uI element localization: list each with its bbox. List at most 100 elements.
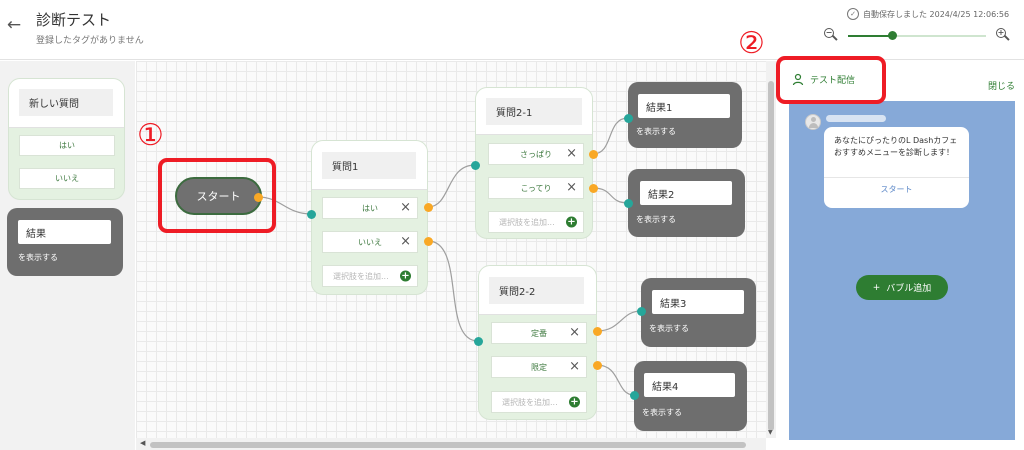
question-2-1-input-port[interactable] [470,160,480,170]
zoom-slider[interactable] [848,31,986,40]
palette-question-header: 新しい質問 [9,79,124,128]
palette-option-no[interactable]: いいえ [19,168,115,189]
question-2-2-header: 質問2-2 [479,266,596,315]
result-2-input-port[interactable] [623,198,633,208]
option-label: いいえ [358,237,382,247]
question-1-input-port[interactable] [306,209,316,219]
scroll-left-arrow-icon[interactable]: ◀ [140,439,146,447]
zoom-in-icon[interactable]: + [996,28,1010,42]
remove-option-icon[interactable]: × [400,234,411,250]
page-title: 診断テスト [36,11,112,29]
remove-option-icon[interactable]: × [566,180,577,196]
result-1-subtitle: を表示する [636,127,676,136]
result-4-subtitle: を表示する [642,408,682,417]
autosave-text: 自動保存しました 2024/4/25 12:06:56 [863,9,1010,19]
question-2-2-option-2[interactable]: 限定 × [491,356,587,378]
result-node-1[interactable]: 結果1 を表示する [628,82,742,148]
remove-option-icon[interactable]: × [566,146,577,162]
callout-box-2 [776,56,886,104]
scroll-down-arrow-icon[interactable]: ▼ [768,429,773,436]
palette-result-title: 結果 [18,220,111,244]
question-2-1-option-2[interactable]: こってり × [488,177,584,199]
result-4-input-port[interactable] [629,390,639,400]
question-2-1-option-1[interactable]: さっぱり × [488,143,584,165]
question-1-option-2[interactable]: いいえ × [322,231,418,253]
question-2-1-header: 質問2-1 [476,88,592,135]
plus-circle-icon[interactable]: + [569,396,580,408]
add-bubble-label: バブル追加 [886,284,932,294]
back-arrow-icon[interactable]: ← [6,15,22,35]
flow-canvas[interactable]: スタート 質問1 はい × いいえ × 選択肢を追加... + 質問2-1 さっ… [136,61,766,438]
add-option-label: 選択肢を追加... [502,397,558,407]
result-1-title: 結果1 [638,94,730,118]
connector-q21b-r2 [592,187,629,204]
question-1-add-option[interactable]: 選択肢を追加... + [322,265,418,287]
question-2-2-add-option[interactable]: 選択肢を追加... + [491,391,587,413]
result-1-input-port[interactable] [623,113,633,123]
palette-result-card[interactable]: 結果 を表示する [7,208,123,276]
close-panel-button[interactable]: 閉じる [988,82,1016,92]
question-2-1-output-port-2[interactable] [588,183,598,193]
result-4-title: 結果4 [644,373,735,397]
connector-q22b-r4 [596,364,635,396]
question-node-2-2[interactable]: 質問2-2 定番 × 限定 × 選択肢を追加... + [478,265,597,420]
question-2-2-output-port-1[interactable] [592,326,602,336]
result-3-title: 結果3 [652,290,744,314]
autosave-status: ✓ 自動保存しました 2024/4/25 12:06:56 [847,8,1009,20]
result-2-subtitle: を表示する [636,215,676,224]
option-label: はい [362,203,378,213]
option-label: さっぱり [520,149,552,159]
bot-avatar [805,114,821,130]
add-bubble-button[interactable]: + バブル追加 [856,275,948,300]
palette-result-subtitle: を表示する [18,253,58,262]
chat-message-text: あなたにぴったりのL Dashカフェおすすめメニューを診断します！ [834,136,958,157]
connector-q22a-r3 [596,310,642,332]
question-2-2-title: 質問2-2 [489,277,584,304]
palette-question-card[interactable]: 新しい質問 はい いいえ [8,78,125,200]
question-2-1-title: 質問2-1 [486,98,582,125]
test-delivery-label: テスト配信 [810,76,856,86]
question-2-2-option-1[interactable]: 定番 × [491,322,587,344]
zoom-slider-thumb[interactable] [888,31,898,40]
chat-bubble: あなたにぴったりのL Dashカフェおすすめメニューを診断します！ スタート [824,127,969,208]
question-1-output-port-1[interactable] [423,202,433,212]
plus-circle-icon[interactable]: + [400,270,411,282]
bot-name-placeholder [826,115,886,122]
connector-start-q1 [257,196,312,215]
question-1-output-port-2[interactable] [423,236,433,246]
callout-number-2: ② [738,26,765,61]
question-2-1-add-option[interactable]: 選択肢を追加... + [488,211,584,233]
question-2-1-output-port-1[interactable] [588,149,598,159]
start-output-port[interactable] [253,192,263,202]
palette-question-title: 新しい質問 [19,89,113,116]
chat-start-button[interactable]: スタート [880,185,913,194]
palette-option-yes[interactable]: はい [19,135,115,156]
callout-box-1 [158,158,276,233]
question-1-option-1[interactable]: はい × [322,197,418,219]
connector-q21a-r1 [592,117,629,155]
remove-option-icon[interactable]: × [569,325,580,341]
question-2-2-output-port-2[interactable] [592,360,602,370]
result-3-input-port[interactable] [636,306,646,316]
question-2-2-input-port[interactable] [473,336,483,346]
zoom-out-icon[interactable]: − [824,28,838,42]
plus-icon: + [872,282,881,293]
zoom-slider-fill [848,35,893,37]
connector-q1no-q22 [427,240,479,342]
plus-circle-icon[interactable]: + [566,216,577,228]
start-node[interactable]: スタート [175,177,262,215]
node-palette: 新しい質問 はい いいえ 結果 を表示する [0,61,135,450]
result-node-4[interactable]: 結果4 を表示する [634,361,747,431]
remove-option-icon[interactable]: × [400,200,411,216]
vertical-scroll-thumb[interactable] [768,81,774,431]
result-node-3[interactable]: 結果3 を表示する [641,278,756,347]
canvas-vertical-scrollbar[interactable]: ▼ [766,61,776,438]
canvas-horizontal-scrollbar[interactable]: ◀ [136,438,766,450]
question-1-header: 質問1 [312,141,427,190]
test-delivery-button[interactable]: テスト配信 [792,73,855,86]
question-node-1[interactable]: 質問1 はい × いいえ × 選択肢を追加... + [311,140,428,295]
result-node-2[interactable]: 結果2 を表示する [628,169,745,237]
horizontal-scroll-thumb[interactable] [150,442,746,448]
question-node-2-1[interactable]: 質問2-1 さっぱり × こってり × 選択肢を追加... + [475,87,593,239]
remove-option-icon[interactable]: × [569,359,580,375]
